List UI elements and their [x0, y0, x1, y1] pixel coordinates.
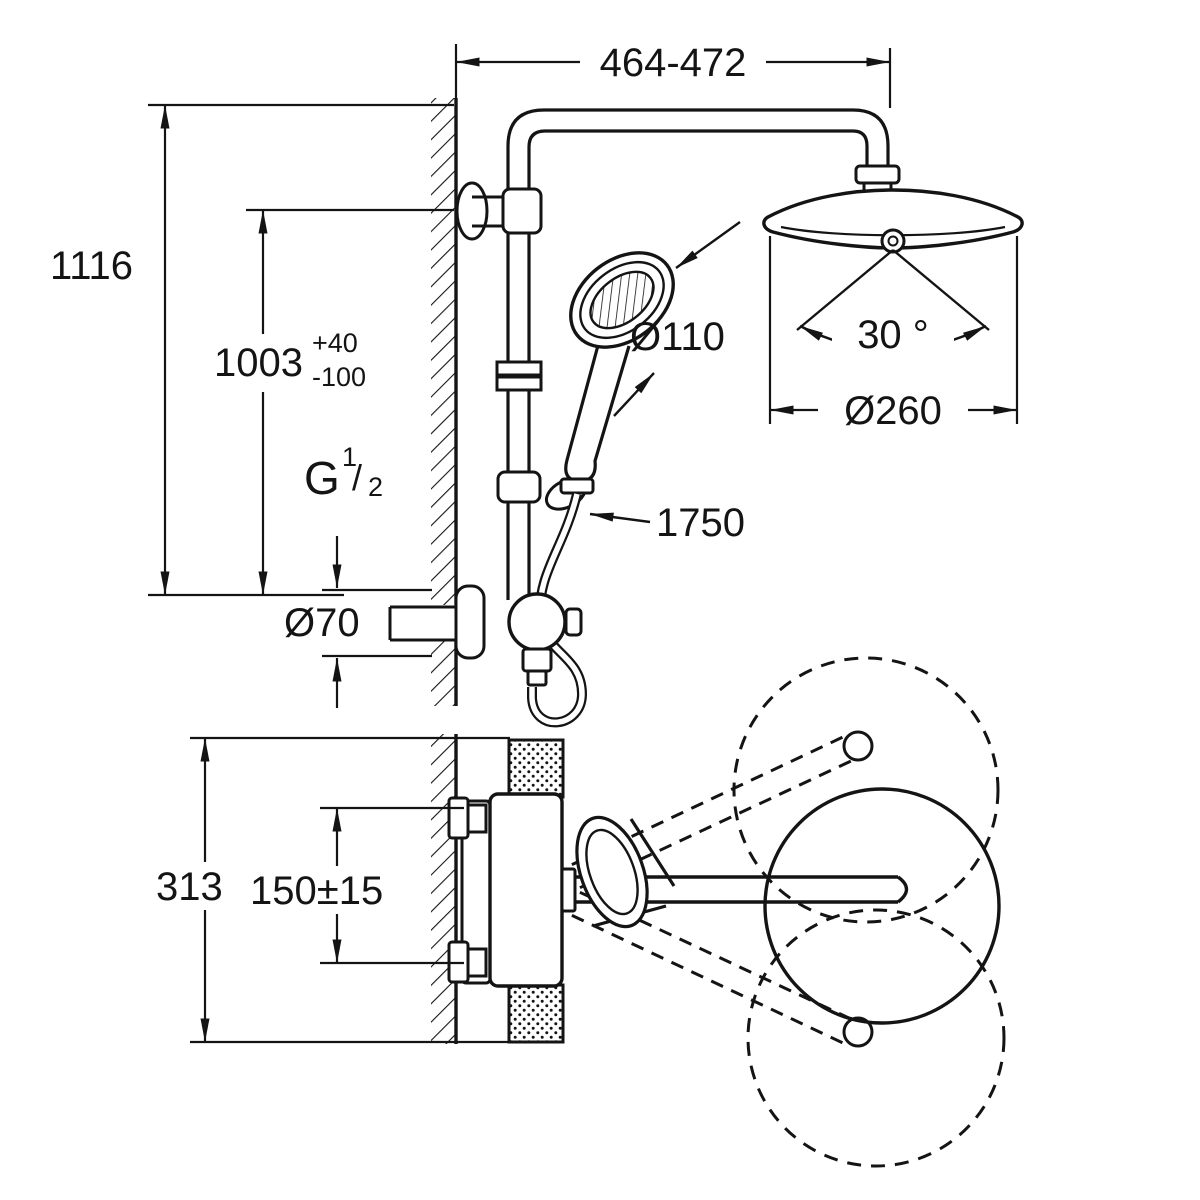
- anchor-plate-top: [507, 738, 565, 799]
- head-shower-hub: [880, 228, 906, 254]
- diverter-knob: [564, 607, 583, 637]
- head-shower-nut: [854, 164, 901, 185]
- thermostat-valve: [447, 792, 577, 988]
- anchor-plate-bottom: [507, 983, 565, 1044]
- dim-label-swivel-angle: 30 °: [857, 313, 929, 357]
- thread-denominator: 2: [368, 472, 383, 502]
- dim-label-hose-length: 1750: [656, 501, 745, 545]
- dim-valve-section-height: 313: [150, 736, 510, 1044]
- dim-riser-height: 1003 +40 -100: [208, 208, 454, 595]
- wall-bracket: [455, 181, 543, 241]
- hand-shower-top-view: [575, 815, 676, 929]
- dim-label-head-shower-diameter: Ø260: [844, 389, 942, 433]
- swivel-indicator: 30 °: [796, 249, 990, 358]
- dim-label-overall-height: 1116: [50, 244, 133, 288]
- hose-outlet: [526, 669, 548, 687]
- mixer-valve: [454, 584, 583, 687]
- dim-label-escutcheon-diameter: Ø70: [284, 601, 360, 645]
- dim-hand-shower-diameter: Ø110: [613, 221, 741, 417]
- shower-hose: [527, 492, 588, 728]
- spray-face: [589, 270, 655, 330]
- dim-label-arm-offset: 150±15: [250, 869, 383, 913]
- anchor-plates: [507, 738, 565, 1044]
- head-position-lower: [746, 908, 1006, 1168]
- dim-label-riser-tol-minus: -100: [312, 362, 366, 392]
- wall-hatching: [431, 98, 456, 706]
- head-position-upper: [732, 656, 1000, 924]
- dim-label-riser-tol-plus: +40: [312, 328, 358, 358]
- dim-arm-offset: 150±15: [244, 806, 464, 965]
- head-shower: [762, 164, 1024, 254]
- dim-top-width: 464-472: [456, 41, 892, 108]
- thread-numerator: 1: [342, 442, 357, 472]
- wall-bottom: [431, 734, 458, 1044]
- thread-letter: G: [304, 452, 340, 504]
- dim-label-valve-section-height: 313: [156, 865, 223, 909]
- pipe-union: [495, 360, 543, 377]
- inlet-fitting-top: [447, 796, 470, 840]
- dim-overall-height: 1116: [50, 103, 454, 597]
- hand-shower: [559, 251, 675, 495]
- supply-stub: [388, 605, 456, 642]
- arm-flange: [560, 867, 577, 913]
- label-thread-size: G 1 / 2: [304, 442, 383, 504]
- riser-pipe: [495, 108, 890, 600]
- escutcheon: [454, 584, 486, 660]
- head-position-center: [763, 787, 1001, 1025]
- hose-connector: [559, 477, 595, 495]
- valve-body: [488, 792, 564, 988]
- mixer-body: [507, 592, 567, 652]
- dim-label-top-width: 464-472: [600, 41, 747, 85]
- label-hose-length: 1750: [589, 501, 745, 545]
- dim-head-shower-diameter: Ø260: [768, 236, 1019, 433]
- pipe-union: [495, 375, 543, 392]
- dim-label-riser-height: 1003: [214, 341, 303, 385]
- dim-escutcheon-diameter: Ø70: [284, 536, 432, 708]
- dim-label-hand-shower-diameter: Ø110: [630, 315, 725, 359]
- hand-shower-head: [569, 251, 675, 349]
- thread-slash: /: [352, 457, 362, 498]
